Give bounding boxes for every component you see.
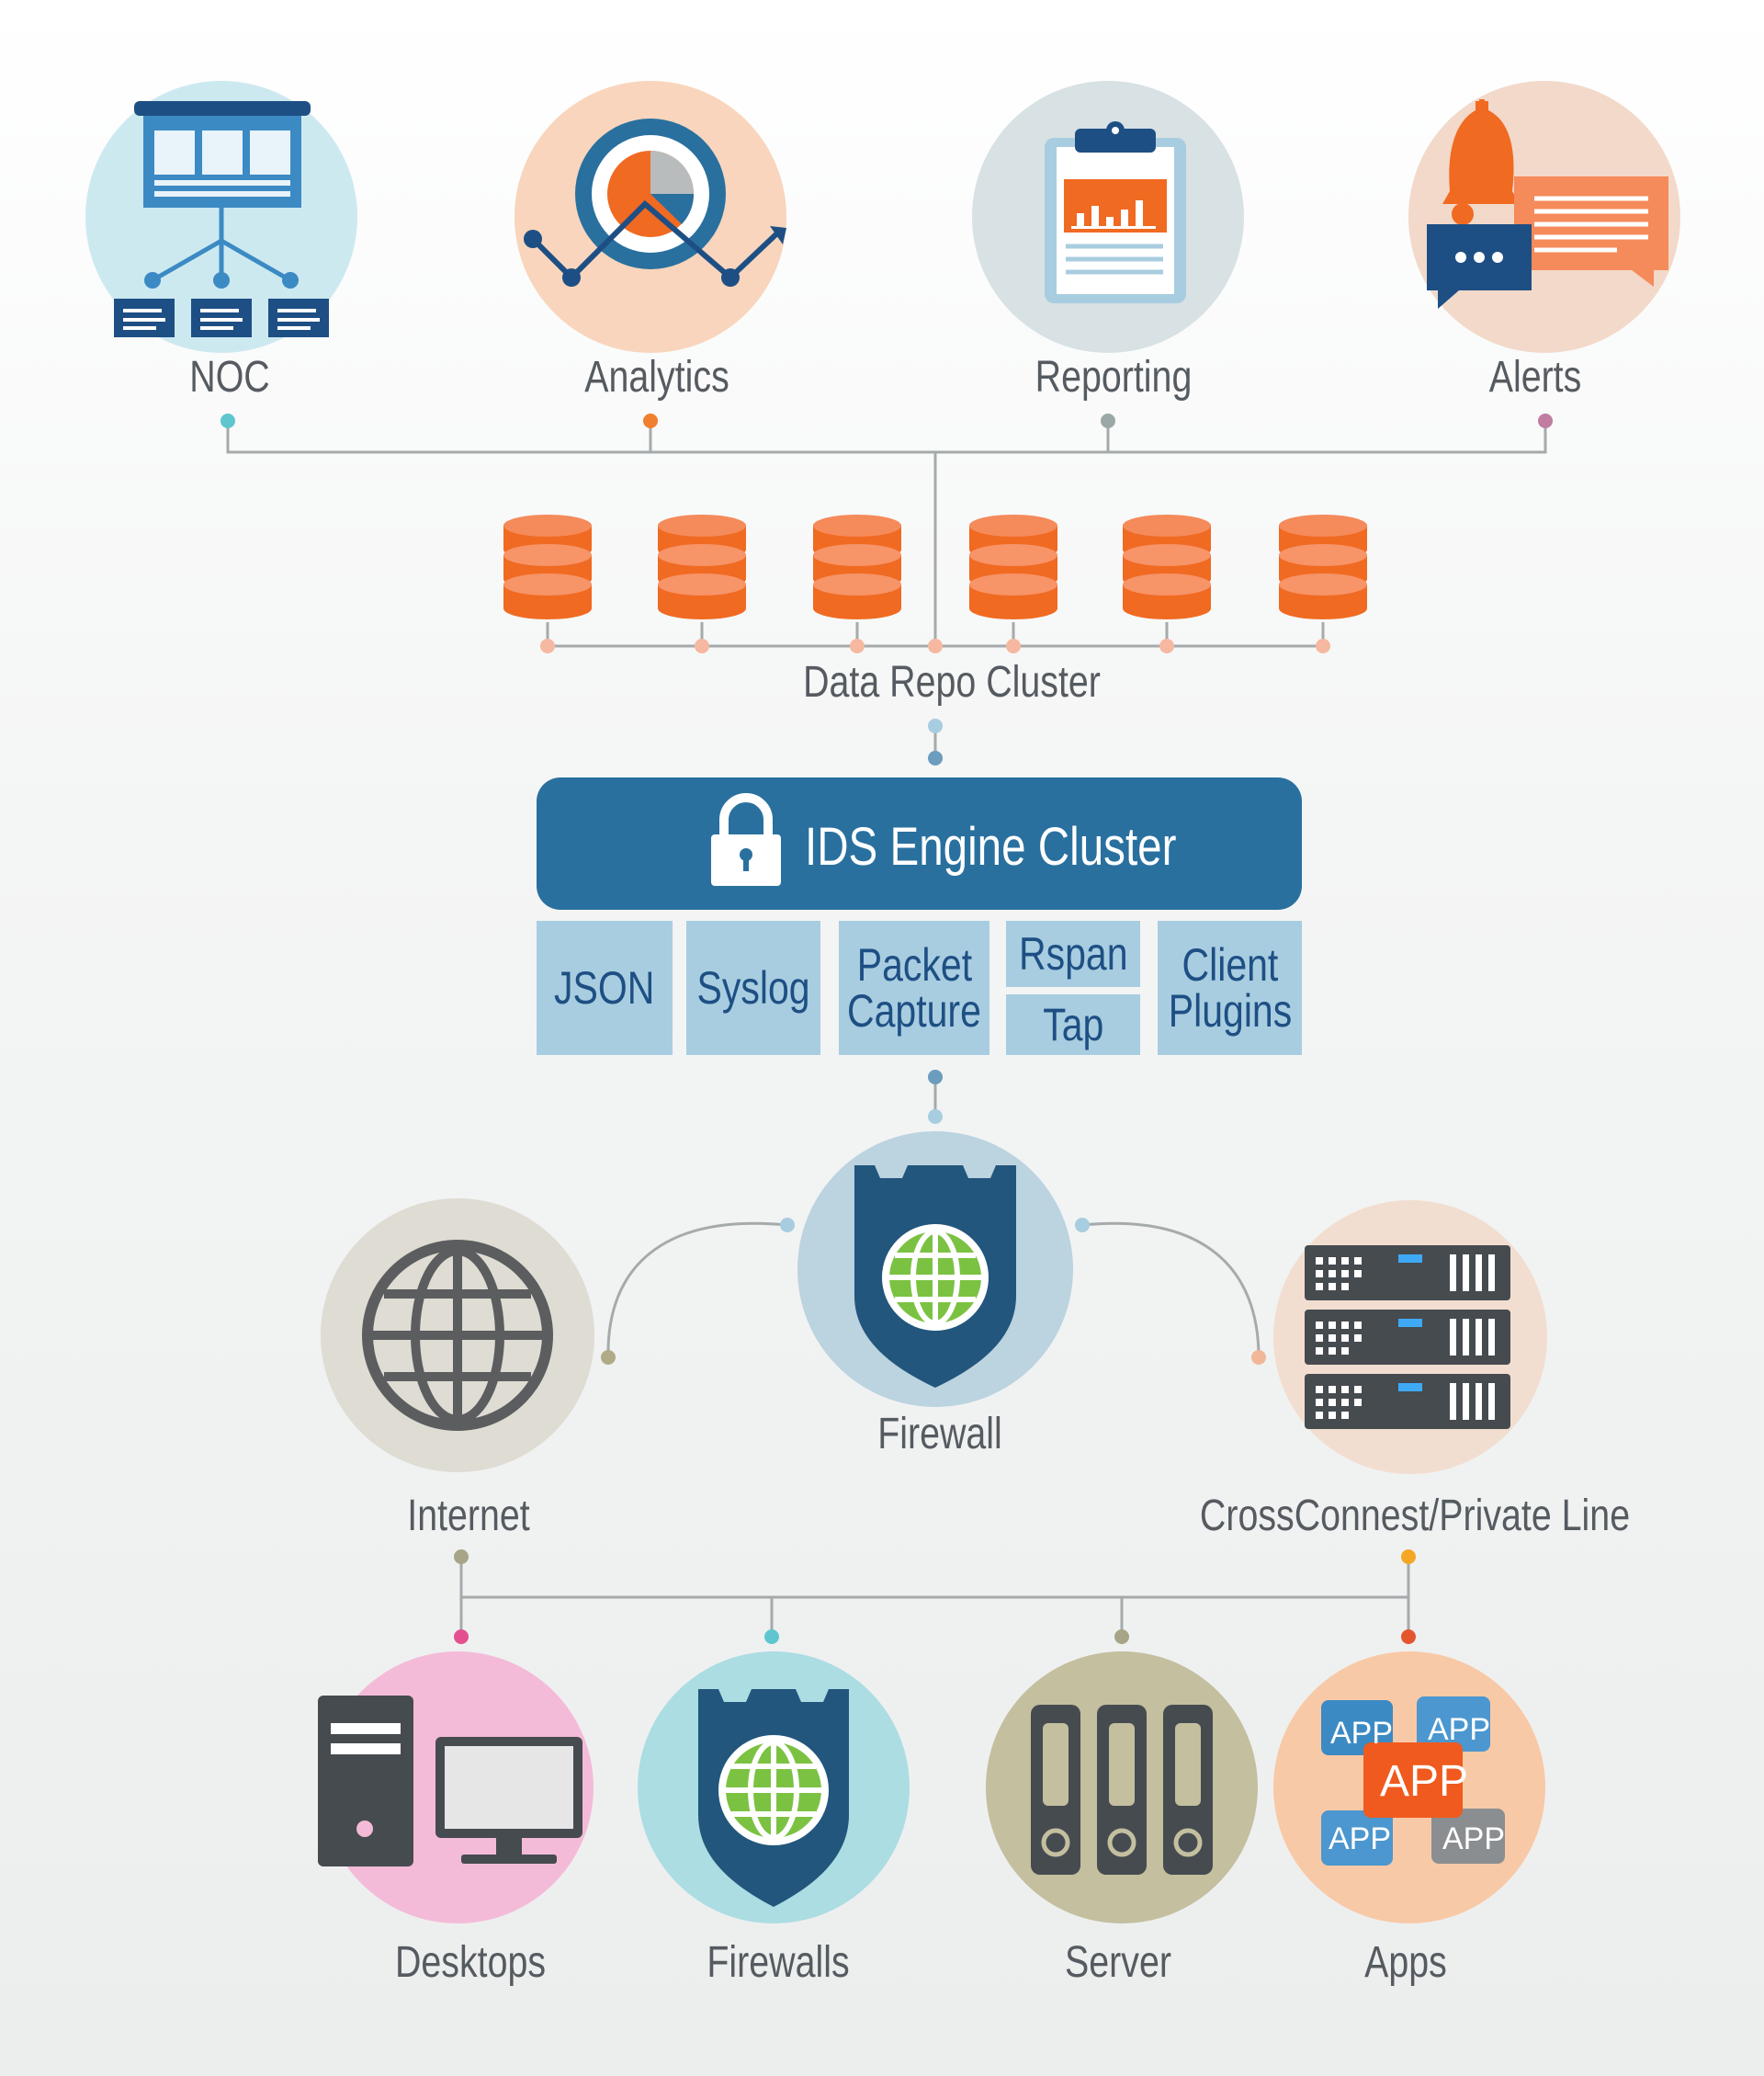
- app-label-2: APP: [1428, 1712, 1490, 1747]
- syslog-label: Syslog: [696, 962, 810, 1014]
- app-label-4: APP: [1442, 1821, 1505, 1856]
- reporting-label: Reporting: [1035, 353, 1193, 402]
- desktops-label: Desktops: [394, 1938, 547, 1987]
- server-binders-icon: [986, 1651, 1258, 1923]
- reporting-icon: [972, 81, 1244, 353]
- packet-label: Packet: [856, 939, 972, 991]
- tap-label: Tap: [1042, 999, 1104, 1050]
- database-icon: [1123, 515, 1211, 619]
- crossconnect-label: CrossConnest/Private Line: [1199, 1492, 1631, 1540]
- client-label: Client: [1182, 939, 1278, 991]
- database-icon: [969, 515, 1057, 619]
- apps-label: Apps: [1364, 1938, 1447, 1987]
- json-label: JSON: [554, 962, 655, 1014]
- rspan-box: Rspan: [1006, 921, 1140, 987]
- tap-box: Tap: [1006, 994, 1140, 1055]
- syslog-box: Syslog: [686, 921, 820, 1055]
- lock-icon: [711, 793, 781, 886]
- data-repo-label: Data Repo Cluster: [803, 658, 1101, 707]
- database-icon: [1279, 515, 1367, 619]
- noc-label: NOC: [189, 353, 270, 402]
- app-label-main: APP: [1380, 1757, 1468, 1806]
- firewalls-label: Firewalls: [707, 1938, 850, 1987]
- analytics-label: Analytics: [584, 353, 729, 402]
- ids-engine-header: [537, 777, 1302, 910]
- plugins-label: Plugins: [1168, 985, 1292, 1037]
- internet-label: Internet: [407, 1492, 530, 1540]
- desktops-icon: [318, 1651, 594, 1923]
- firewalls-shield-icon: [638, 1651, 910, 1923]
- ids-engine-title: IDS Engine Cluster: [805, 817, 1177, 877]
- database-cluster: [503, 515, 1367, 619]
- noc-icon: [85, 81, 357, 353]
- database-icon: [813, 515, 901, 619]
- internet-globe-icon: [321, 1198, 594, 1472]
- app-label-3: APP: [1329, 1821, 1391, 1856]
- app-label-1: APP: [1330, 1716, 1393, 1751]
- analytics-icon: [514, 81, 786, 353]
- database-icon: [658, 515, 746, 619]
- firewall-shield-icon: [797, 1131, 1073, 1407]
- apps-icon: APP APP APP APP APP: [1273, 1651, 1545, 1923]
- database-icon: [503, 515, 592, 619]
- alerts-icon: [1408, 81, 1680, 353]
- connector-dots: [220, 414, 1553, 1644]
- json-box: JSON: [537, 921, 673, 1055]
- rspan-label: Rspan: [1018, 928, 1128, 980]
- firewall-label: Firewall: [877, 1410, 1002, 1458]
- crossconnect-server-icon: [1273, 1200, 1547, 1474]
- server-label: Server: [1065, 1938, 1171, 1987]
- capture-label: Capture: [847, 985, 981, 1037]
- alerts-label: Alerts: [1488, 353, 1582, 402]
